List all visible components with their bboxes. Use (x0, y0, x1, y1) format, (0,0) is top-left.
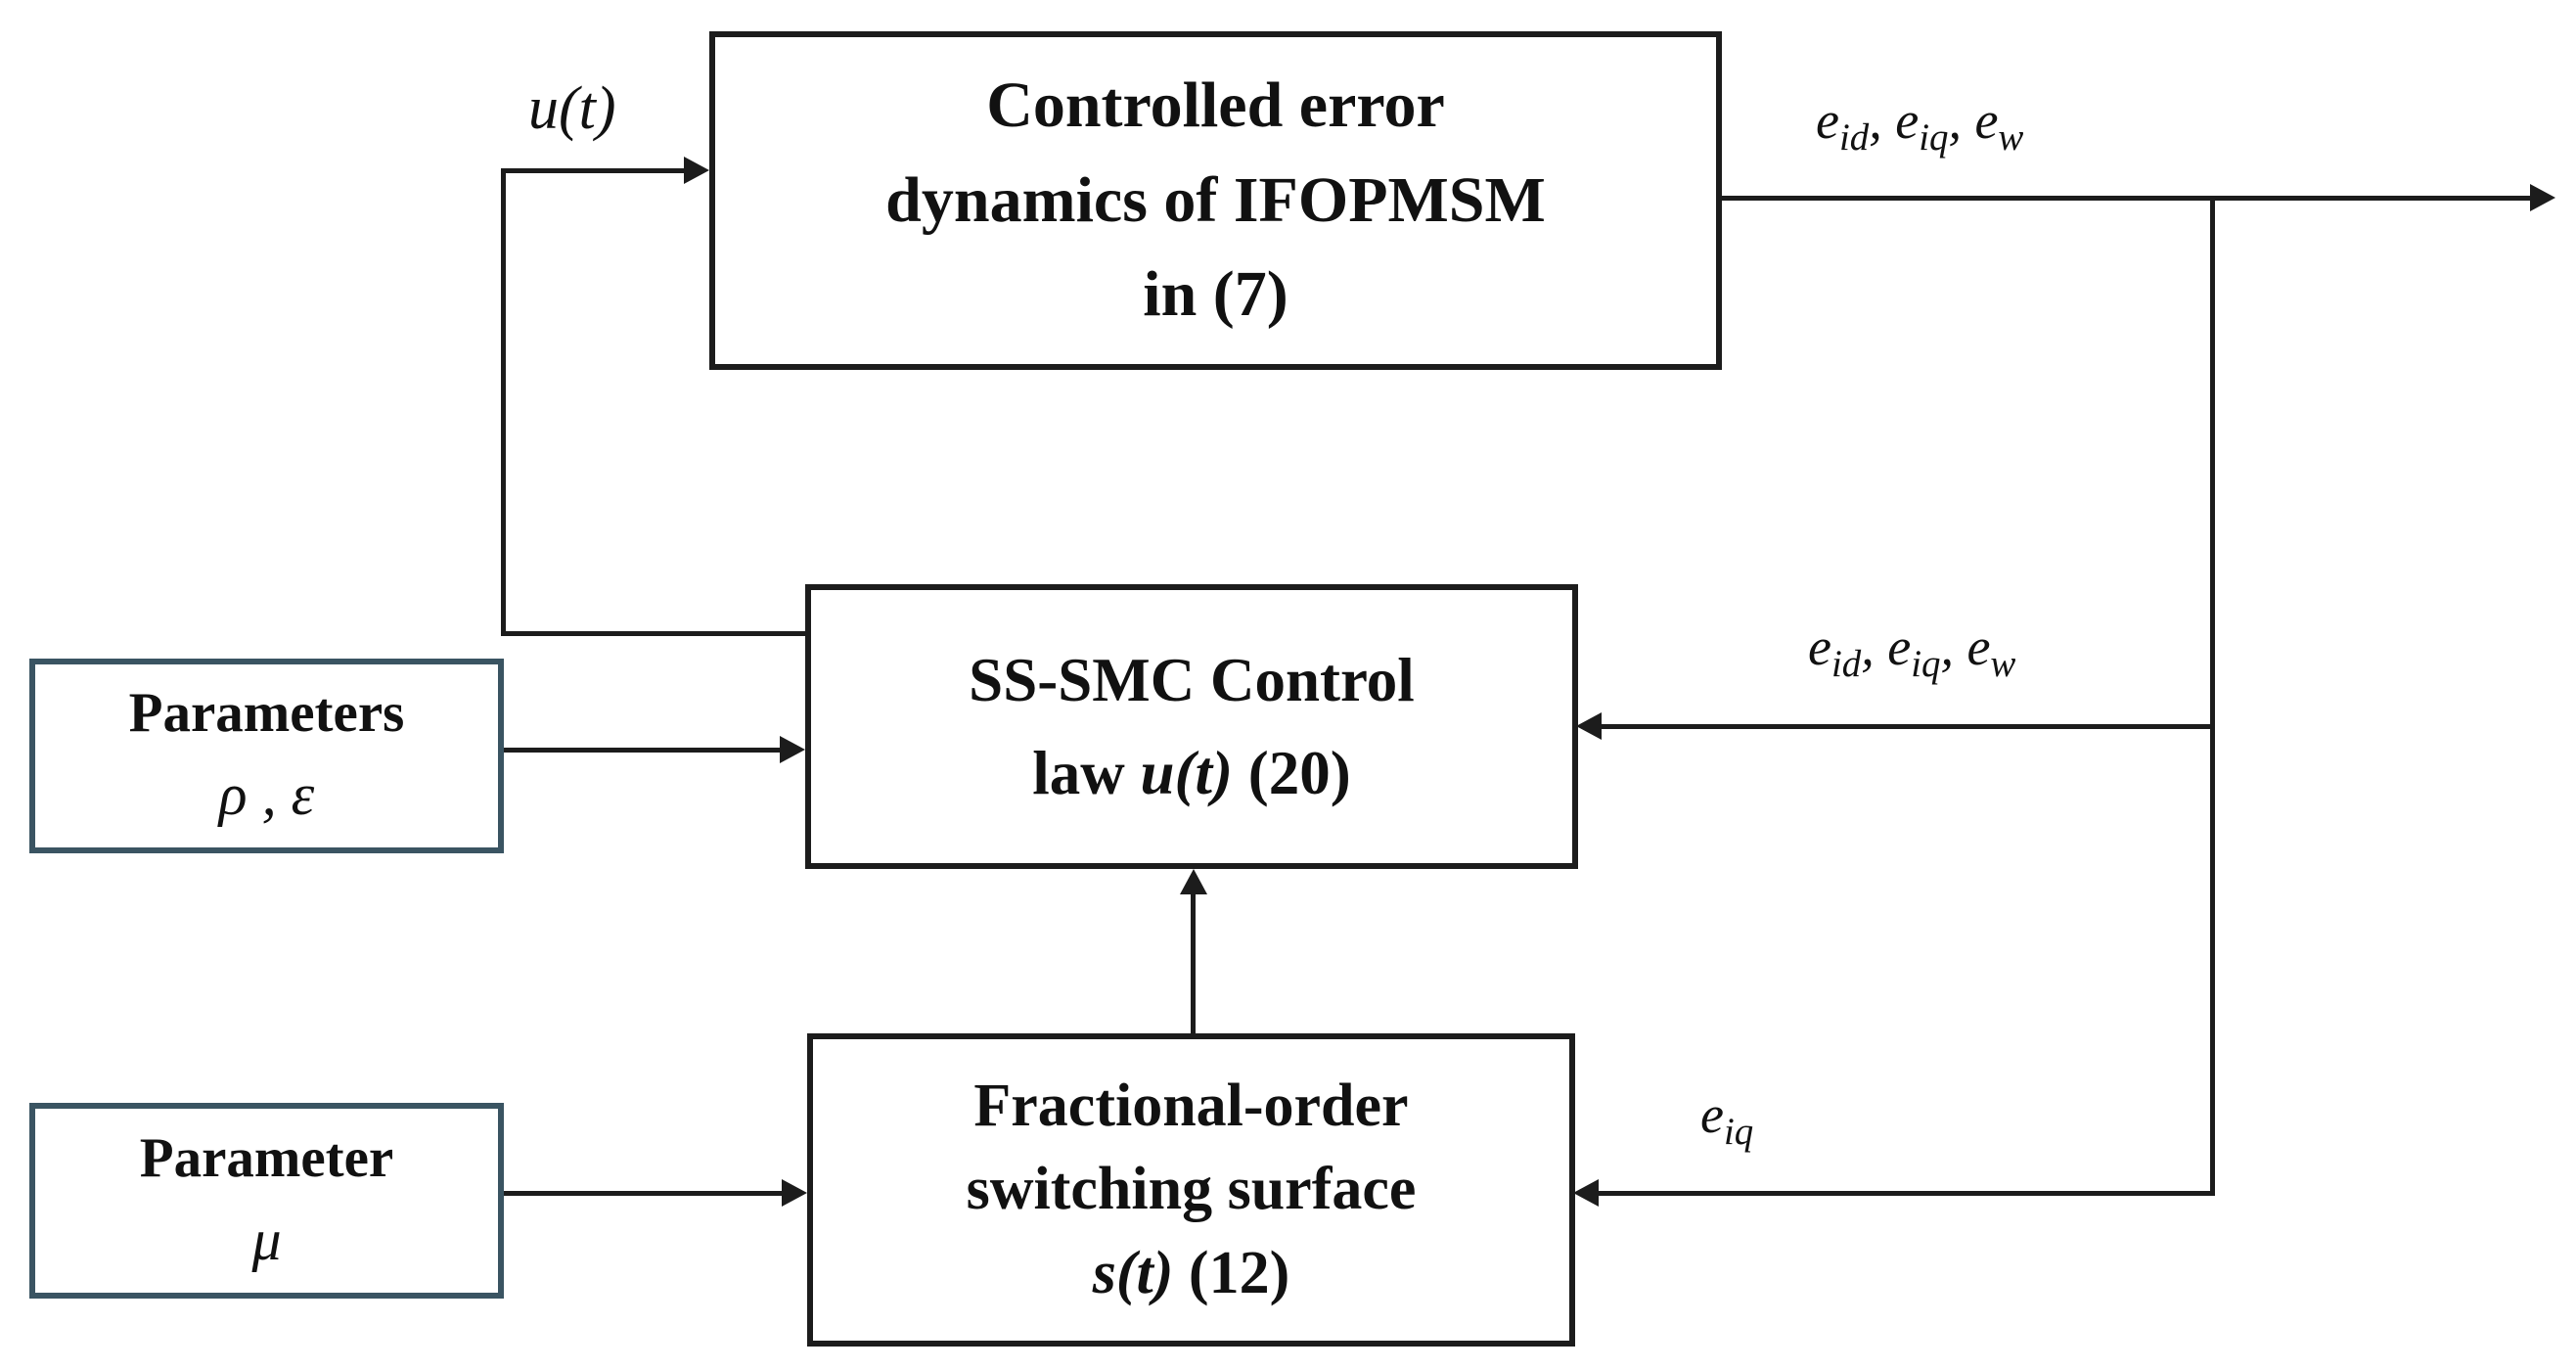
line-surface-into-smc (1191, 892, 1196, 1033)
line-u-feedback-horizontal-lower (501, 631, 805, 636)
line-u-into-plant (501, 168, 686, 173)
parameters-symbols: ρ , ε (218, 762, 315, 828)
parameters-title: Parameters (128, 682, 405, 745)
box-fractional-switching-surface: Fractional-order switching surface s(t) … (807, 1033, 1575, 1347)
box-parameters-rho-epsilon: Parameters ρ , ε (29, 659, 504, 853)
s-of-t-math: s(t) (1092, 1239, 1174, 1306)
arrowhead-surface-into-smc-icon (1180, 869, 1207, 894)
line-feedback-branch-vertical (2210, 196, 2215, 1196)
line-plant-output (1722, 196, 2532, 201)
label-errors-plant-output: eid, eiq, ew (1816, 91, 2024, 159)
line-eiq-into-fractional (1599, 1191, 2215, 1196)
parameter-title: Parameter (139, 1126, 394, 1189)
box-frac-line1: Fractional-order (973, 1072, 1409, 1139)
arrowhead-plant-output-icon (2530, 184, 2555, 211)
u-of-t-math: u(t) (1140, 738, 1234, 807)
line-u-feedback-vertical (501, 168, 506, 636)
arrowhead-u-into-plant-icon (684, 157, 709, 184)
box-frac-line3: s(t) (12) (1092, 1239, 1290, 1306)
box-smc-line1: SS-SMC Control (969, 646, 1415, 714)
arrowhead-eiq-into-fractional-icon (1573, 1179, 1599, 1207)
arrowhead-errors-into-smc-icon (1576, 712, 1602, 740)
label-u-signal: u(t) (528, 75, 616, 142)
line-parameters-into-smc (504, 748, 782, 753)
box-plant-line1: Controlled error (986, 69, 1445, 142)
label-eiq-feedback: eiq (1700, 1085, 1754, 1153)
arrowhead-mu-into-fractional-icon (782, 1179, 807, 1207)
line-mu-into-fractional (504, 1191, 784, 1196)
box-controlled-error-dynamics: Controlled error dynamics of IFOPMSM in … (709, 31, 1722, 370)
box-smc-control-law: SS-SMC Control law u(t) (20) (805, 584, 1578, 869)
parameter-symbol: μ (251, 1207, 282, 1272)
arrowhead-parameters-into-smc-icon (780, 736, 805, 763)
box-frac-line2: switching surface (966, 1156, 1417, 1223)
box-plant-line2: dynamics of IFOPMSM (885, 163, 1546, 236)
label-errors-feedback: eid, eiq, ew (1808, 617, 2016, 685)
box-parameter-mu: Parameter μ (29, 1103, 504, 1299)
box-smc-line2: law u(t) (20) (1032, 738, 1351, 807)
line-errors-into-smc (1602, 724, 2215, 729)
box-plant-line3: in (7) (1143, 258, 1288, 331)
